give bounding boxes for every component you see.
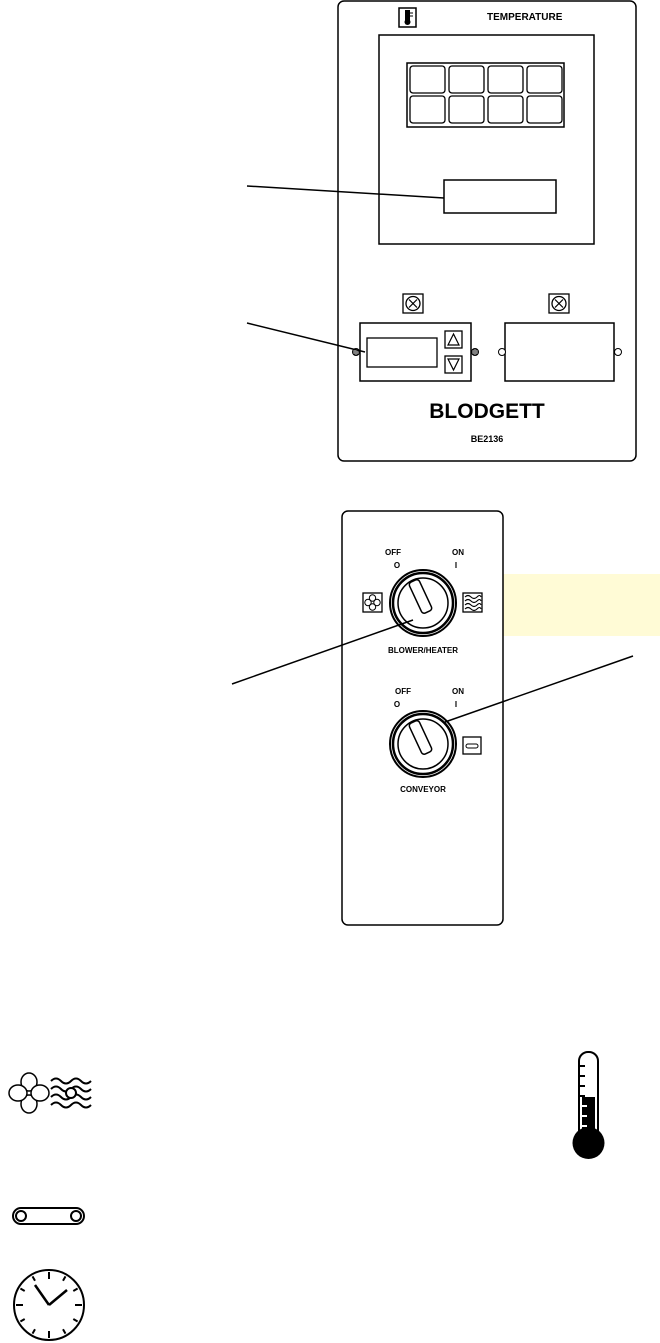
timer-clock-icon (13, 1269, 85, 1341)
digit-cells (409, 65, 563, 124)
fan-symbol-icon (362, 592, 383, 613)
digit-cell (487, 95, 524, 124)
timer-left-symbol-icon (402, 293, 424, 314)
conveyor-on-symbol: I (455, 700, 457, 709)
blower-heater-caption: BLOWER/HEATER (388, 646, 458, 655)
heat-waves-icon (50, 1077, 92, 1109)
brand-label: BLODGETT (429, 400, 545, 423)
timer-left-display (366, 337, 438, 368)
digit-cell (526, 65, 563, 94)
timer-right-symbol-icon (548, 293, 570, 314)
switch-panel: OFF O ON I BLOWER/HEATER OFF O ON I (341, 510, 504, 926)
blower-on-symbol: I (455, 561, 457, 570)
digit-cell (448, 95, 485, 124)
conveyor-on-label: ON (452, 687, 464, 696)
digit-cell (448, 65, 485, 94)
thermometer-symbol-icon (398, 7, 417, 28)
digit-cell (409, 65, 446, 94)
leader-line-timer (246, 322, 366, 353)
blower-heater-knob[interactable] (389, 569, 457, 637)
timer-left-module (352, 322, 479, 382)
conveyor-icon (12, 1207, 85, 1225)
digit-cell (409, 95, 446, 124)
timer-down-button[interactable] (444, 355, 463, 374)
digit-cell (487, 65, 524, 94)
panel-title: TEMPERATURE (487, 12, 563, 23)
temperature-readout (443, 179, 557, 214)
leader-line-blower (231, 619, 414, 685)
blower-off-label: OFF (385, 548, 401, 557)
timer-up-button[interactable] (444, 330, 463, 349)
highlight-box (502, 574, 660, 636)
blower-on-label: ON (452, 548, 464, 557)
thermometer-icon (572, 1051, 605, 1159)
conveyor-knob[interactable] (389, 710, 457, 778)
timer-right-module (498, 322, 622, 382)
model-label: BE2136 (471, 434, 504, 444)
heat-symbol-icon (462, 592, 483, 613)
conveyor-off-label: OFF (395, 687, 411, 696)
conveyor-off-symbol: O (394, 700, 400, 709)
digit-cell (526, 95, 563, 124)
conveyor-caption: CONVEYOR (400, 785, 446, 794)
fan-icon (8, 1072, 50, 1114)
leader-line-readout (246, 185, 445, 199)
conveyor-symbol-icon (462, 736, 482, 755)
temperature-control-panel: TEMPERATURE (337, 0, 637, 462)
blower-off-symbol: O (394, 561, 400, 570)
leader-line-conveyor (444, 655, 634, 723)
